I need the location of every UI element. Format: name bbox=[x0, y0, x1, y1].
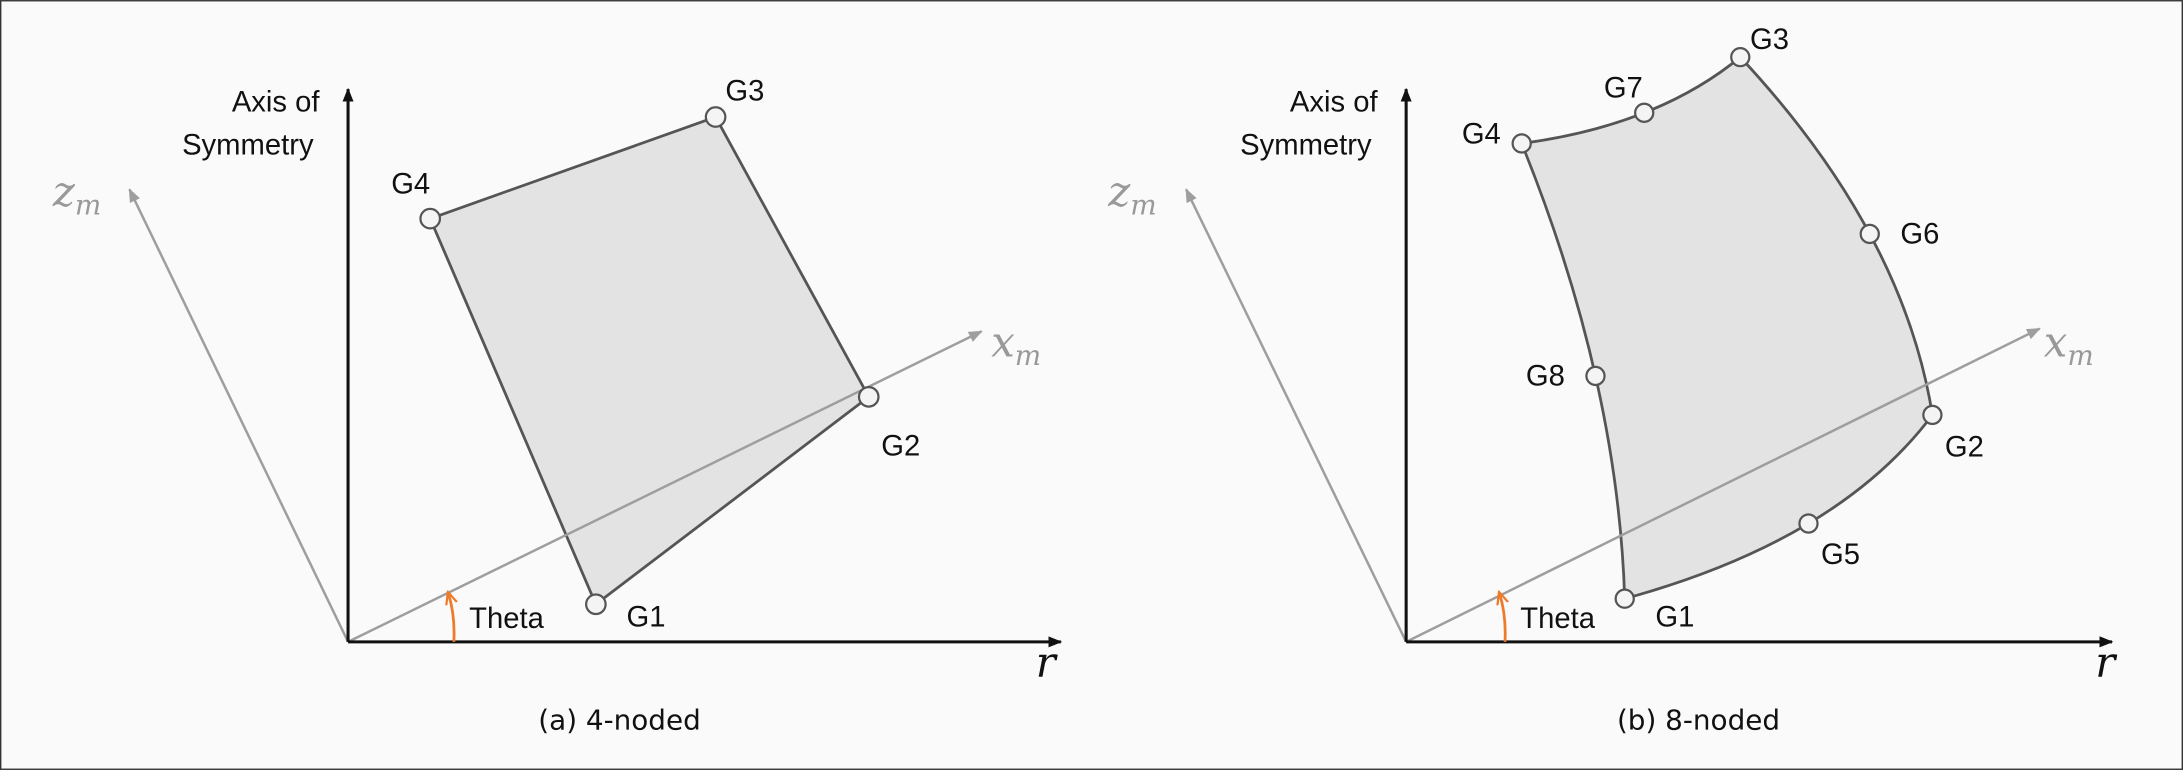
axis-label-line1: Axis of bbox=[232, 86, 321, 118]
node-g8 bbox=[1585, 365, 1606, 387]
node-g3 bbox=[704, 106, 727, 128]
node-g2 bbox=[857, 385, 880, 408]
node-g3 bbox=[1730, 46, 1751, 68]
theta-label: Theta bbox=[469, 603, 544, 635]
node-label-g4: G4 bbox=[1462, 118, 1501, 150]
node-g7 bbox=[1634, 102, 1655, 123]
node-g1 bbox=[1614, 588, 1635, 609]
zm-axis bbox=[128, 188, 350, 643]
theta-arrow-icon bbox=[1499, 593, 1505, 642]
node-label-g7: G7 bbox=[1604, 73, 1643, 105]
caption-a: (a) 4-noded bbox=[538, 704, 700, 737]
node-g5 bbox=[1798, 513, 1819, 534]
node-label-g8: G8 bbox=[1526, 361, 1565, 393]
zm-label: zm bbox=[52, 167, 101, 221]
xm-label: xm bbox=[2044, 317, 2094, 371]
caption-b: (b) 8-noded bbox=[1617, 704, 1780, 737]
zm-label: zm bbox=[1107, 167, 1156, 221]
node-g6 bbox=[1859, 223, 1880, 245]
panel-4-noded: Theta Axis of Symmetry zm xm r G1 G2 G3 … bbox=[52, 75, 1063, 737]
element-curved-quad bbox=[1519, 55, 1934, 601]
r-label: r bbox=[1036, 638, 1059, 687]
node-label-g1: G1 bbox=[626, 602, 665, 634]
node-label-g4: G4 bbox=[391, 169, 430, 201]
xm-axis bbox=[1405, 327, 2041, 643]
node-g1 bbox=[585, 593, 607, 616]
panel-8-noded: Theta Axis of Symmetry zm xm r G1 G2 G3 … bbox=[1107, 24, 2118, 737]
r-label: r bbox=[2095, 638, 2118, 687]
node-label-g6: G6 bbox=[1900, 219, 1939, 251]
node-g4 bbox=[419, 207, 442, 230]
xm-label: xm bbox=[991, 317, 1041, 371]
node-label-g2: G2 bbox=[881, 430, 920, 462]
node-label-g3: G3 bbox=[725, 75, 764, 107]
node-label-g2: G2 bbox=[1945, 432, 1984, 464]
theta-label: Theta bbox=[1520, 603, 1595, 635]
node-label-g3: G3 bbox=[1750, 24, 1789, 56]
node-label-g1: G1 bbox=[1655, 602, 1694, 634]
node-g2 bbox=[1922, 404, 1943, 426]
theta-arrow-icon bbox=[448, 593, 454, 642]
zm-axis bbox=[1185, 188, 1408, 643]
axis-label-line2: Symmetry bbox=[182, 130, 314, 162]
node-g4 bbox=[1511, 133, 1532, 154]
axis-label-line2: Symmetry bbox=[1240, 130, 1372, 162]
axis-label-line1: Axis of bbox=[1290, 86, 1379, 118]
node-label-g5: G5 bbox=[1821, 539, 1860, 571]
